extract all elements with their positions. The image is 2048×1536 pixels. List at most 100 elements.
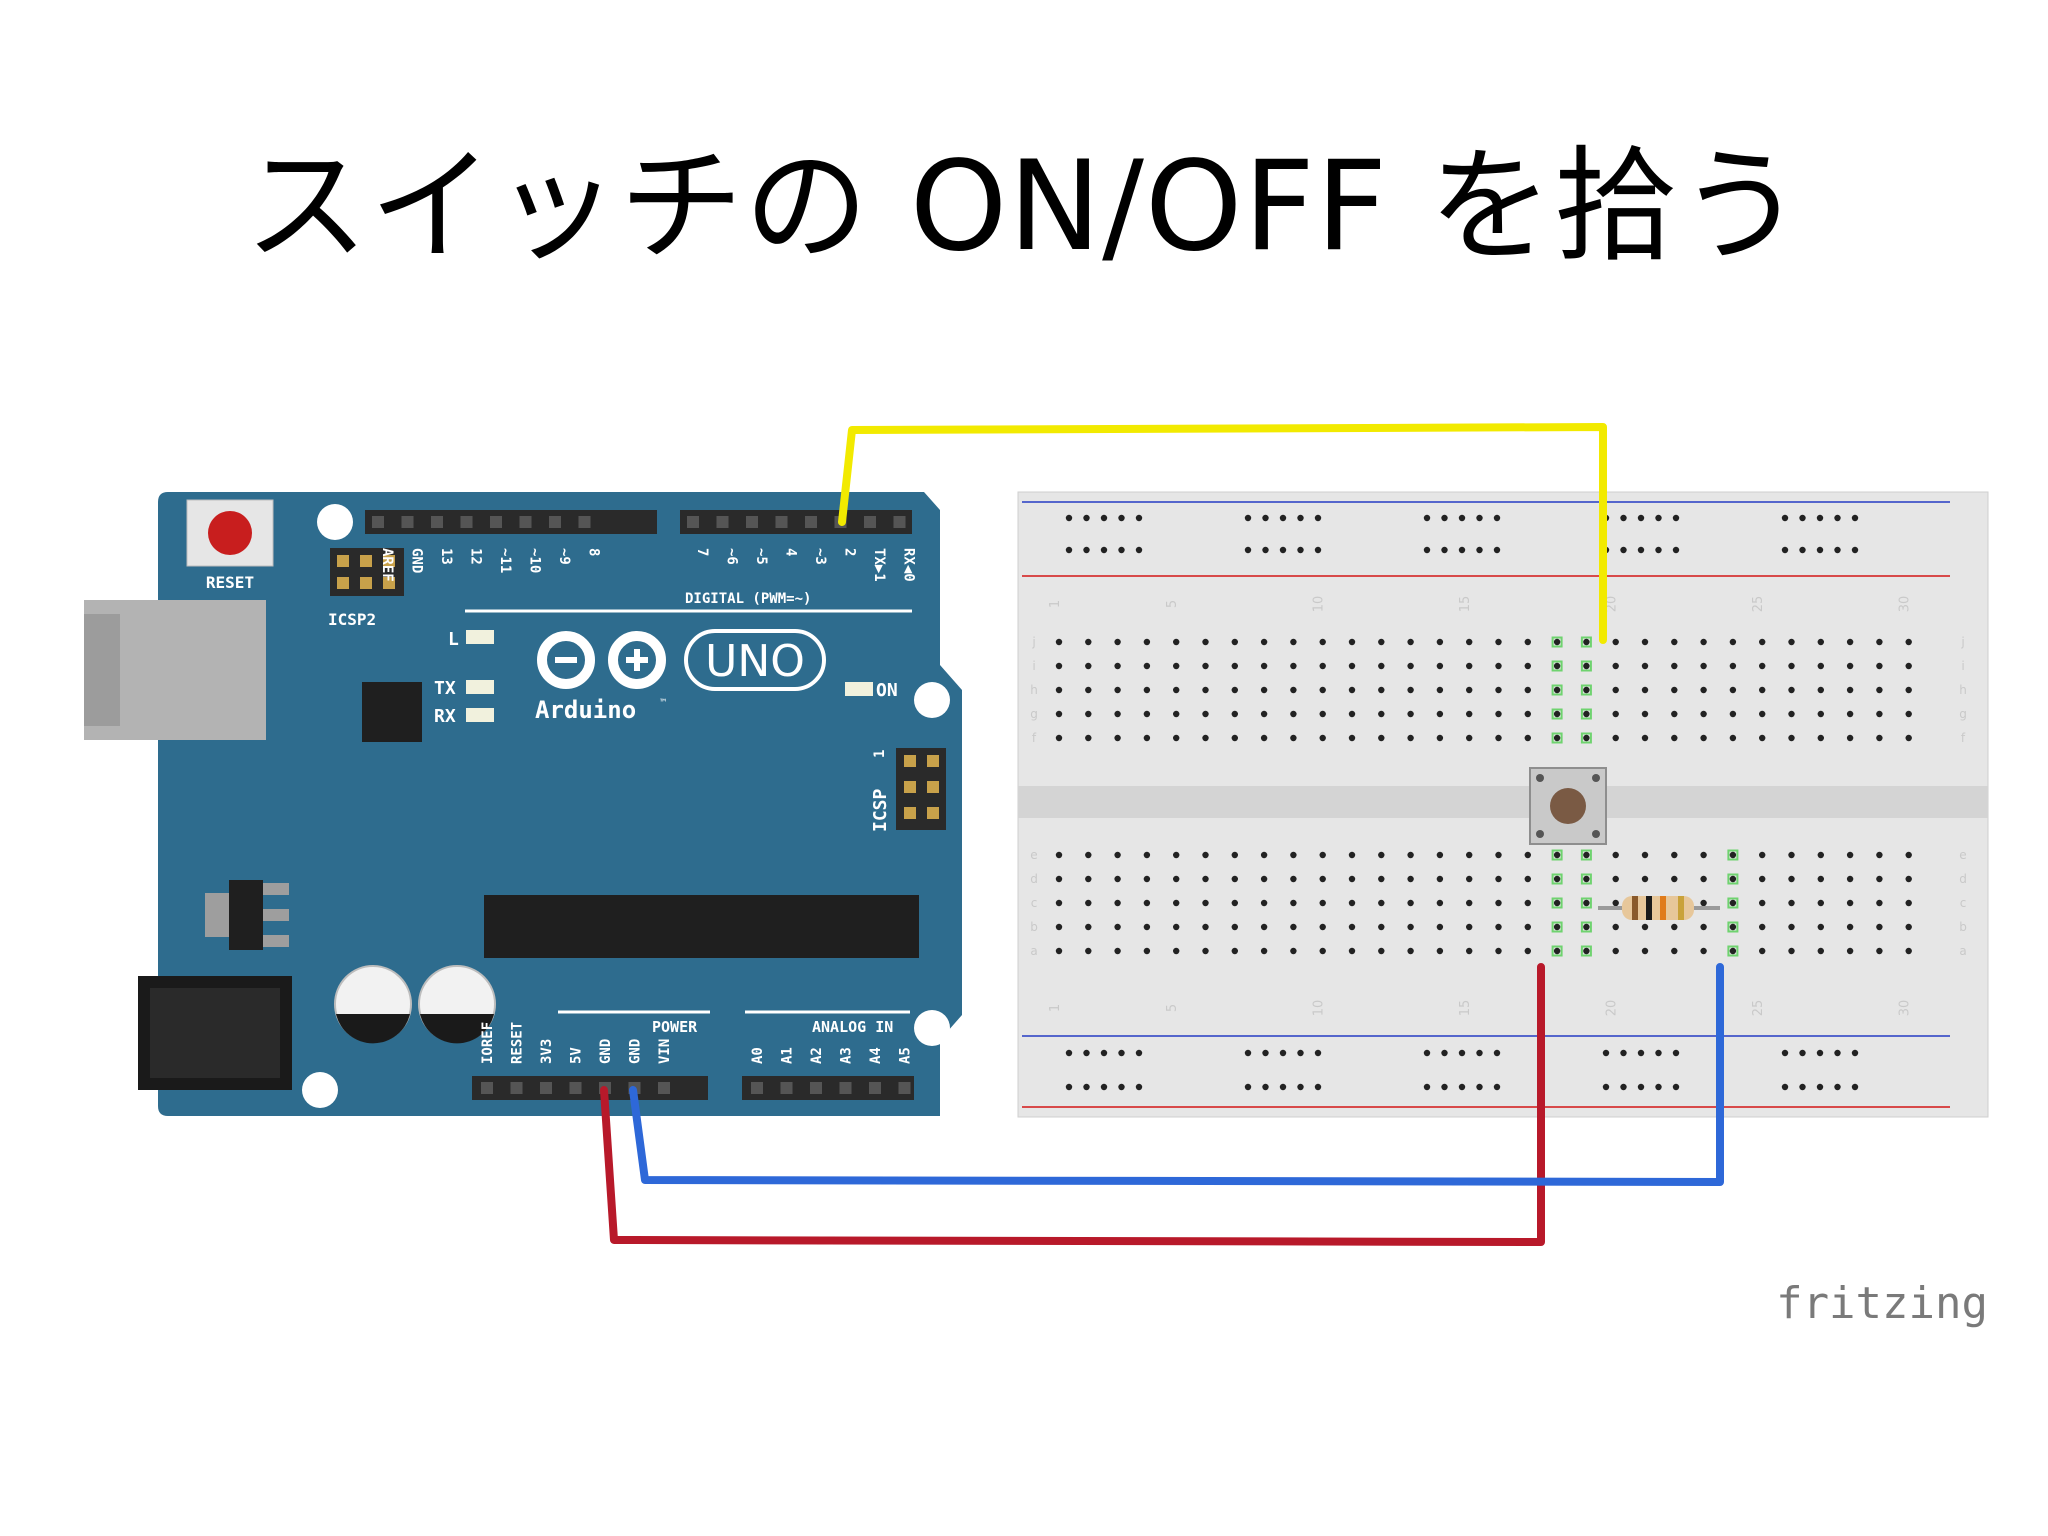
digital-pin [431,516,443,528]
led-l-label: L [448,629,459,650]
breadboard-hole [1085,710,1092,718]
breadboard-hole [1759,923,1766,931]
breadboard-hole [1846,899,1854,907]
breadboard-hole [1348,875,1356,883]
rail-hole [1118,546,1125,554]
breadboard-hole [1876,947,1883,955]
led-rx [466,708,494,722]
breadboard-hole [1143,947,1151,955]
breadboard-hole [1319,734,1326,742]
push-button-corner [1536,830,1544,838]
rail-hole [1262,1049,1269,1057]
breadboard-hole [1671,734,1678,742]
breadboard-hole [1729,686,1737,694]
breadboard-hole [1876,734,1883,742]
breadboard-hole [1553,899,1561,907]
rail-hole [1423,1049,1431,1057]
breadboard-hole [1553,875,1561,883]
breadboard-hole [1671,947,1678,955]
icsp-pin [904,807,916,819]
highlight-hole [1551,921,1563,933]
breadboard-hole [1759,899,1766,907]
breadboard-hole [1876,638,1883,646]
breadboard-hole [1085,923,1092,931]
rail-hole [1781,1083,1789,1091]
breadboard-hole [1788,947,1795,955]
breadboard-hole [1173,923,1180,931]
rail-hole [1655,514,1662,522]
breadboard-hole [1583,851,1590,859]
rail-hole [1083,514,1090,522]
breadboard-hole [1231,899,1239,907]
highlight-hole [1727,873,1739,885]
icsp-pin [904,755,916,767]
icsp-pin [927,807,939,819]
rail-hole [1637,1083,1645,1091]
rail-hole [1458,514,1466,522]
breadboard-hole [1436,923,1444,931]
led-tx-label: TX [434,678,456,699]
capacitor-stripe [420,1014,494,1044]
logo-minus [555,657,577,663]
row-letter: d [1959,872,1967,886]
breadboard-hole [1290,923,1297,931]
rail-hole [1799,514,1806,522]
row-letter: f [1032,731,1037,745]
resistor-band [1632,896,1638,920]
breadboard-hole [1319,923,1326,931]
digital-pin-label: 2 [842,548,858,556]
breadboard-hole [1378,923,1385,931]
rail-hole [1135,1049,1143,1057]
breadboard-hole [1260,710,1268,718]
breadboard-hole [1817,851,1825,859]
breadboard-hole [1348,947,1356,955]
highlight-hole [1551,732,1563,744]
blue-wire [629,963,1724,1186]
analog-header [742,1076,914,1100]
breadboard-hole [1524,875,1532,883]
logo-arduino-text: Arduino [535,696,636,724]
breadboard-hole [1466,710,1473,718]
breadboard-hole [1817,686,1825,694]
column-number: 25 [1751,596,1766,613]
breadboard-hole [1143,662,1151,670]
reset-label: RESET [206,573,254,592]
breadboard-hole [1524,710,1532,718]
rail-hole [1441,1049,1448,1057]
rail-hole [1244,1049,1252,1057]
breadboard-hole [1700,662,1707,670]
mounting-hole [914,1010,950,1046]
rail-hole [1297,1049,1304,1057]
breadboard-hole [1466,662,1473,670]
breadboard-hole [1143,710,1151,718]
breadboard-hole [1143,851,1151,859]
breadboard-hole [1290,710,1297,718]
highlight-hole [1580,849,1592,861]
breadboard-hole [1641,662,1649,670]
breadboard-hole [1553,662,1561,670]
column-number: 10 [1312,596,1327,613]
analog-header-pins [751,1082,911,1094]
breadboard-hole [1729,734,1737,742]
analog-pin-label: A1 [780,1047,796,1064]
rail-hole [1851,1083,1859,1091]
breadboard-hole [1055,710,1063,718]
highlight-hole [1727,945,1739,957]
rail-hole [1083,1049,1090,1057]
digital-pin-label: ~5 [753,548,769,565]
digital-pin [687,516,699,528]
usb-connector-face [84,614,120,726]
push-button-corner [1592,830,1600,838]
resistor-band [1646,896,1652,920]
breadboard-hole [1231,710,1239,718]
breadboard-hole [1583,734,1590,742]
icsp2-label: ICSP2 [328,610,376,629]
breadboard-hole [1436,947,1444,955]
breadboard-hole [1641,923,1649,931]
rail-hole [1476,546,1483,554]
rail-hole [1118,514,1125,522]
power-header [472,1076,708,1100]
highlight-hole [1580,660,1592,672]
rail-hole [1672,546,1680,554]
